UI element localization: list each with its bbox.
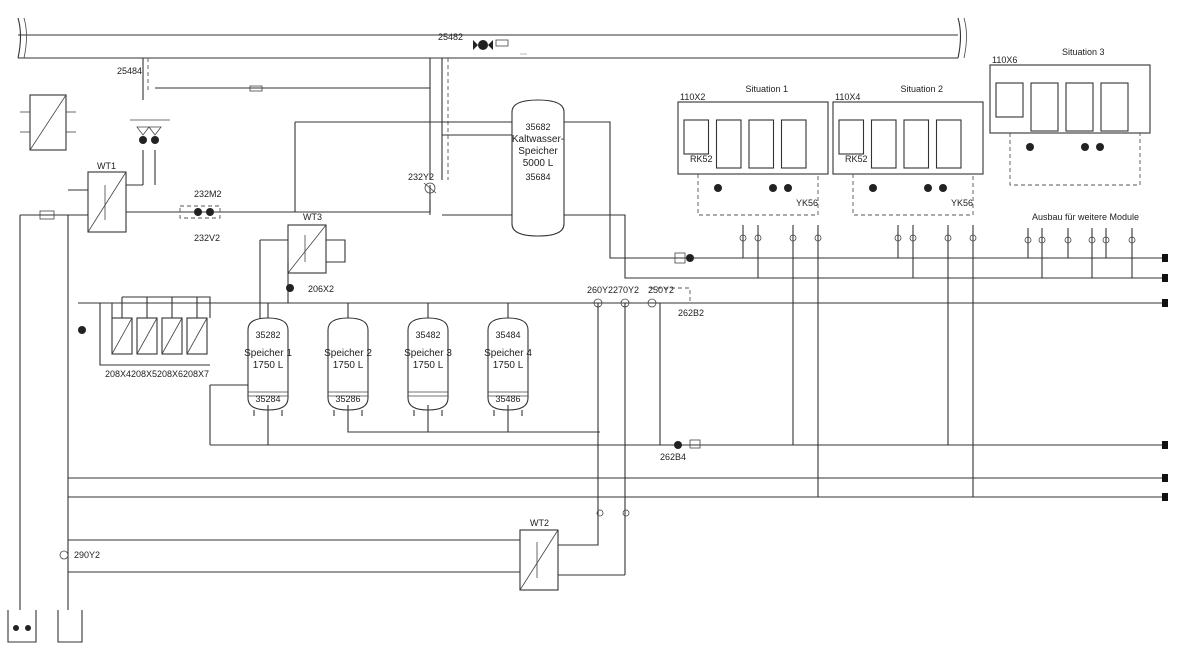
heat-exchanger-wt2: WT2: [519, 518, 559, 591]
tank-2-name: Speicher 2: [324, 348, 372, 359]
label-232y2: 232Y2: [408, 172, 434, 182]
pump-label-3: 208X6: [157, 369, 183, 379]
station-1-id: 110X2: [680, 92, 705, 102]
tank-3-name: Speicher 3: [404, 348, 452, 359]
label-wt3: WT3: [303, 212, 322, 222]
svg-text:===: ===: [520, 51, 528, 56]
tank-3-top-id: 35482: [415, 330, 440, 340]
tank-4-name: Speicher 4: [484, 348, 532, 359]
station-3-id: 110X6: [992, 55, 1017, 65]
heat-exchanger-wt1: WT1: [87, 161, 127, 233]
cold-tank-name: Kaltwasser-: [512, 134, 564, 145]
pump-label-1: 208X4: [105, 369, 131, 379]
tank-2-volume: 1750 L: [333, 360, 364, 371]
label-206x2: 206X2: [308, 284, 334, 294]
station-1-valve: RK52: [690, 154, 713, 164]
cold-tank-top-id: 35682: [525, 122, 550, 132]
station-1-title: Situation 1: [746, 84, 789, 94]
tank-1-bottom-id: 35284: [255, 394, 280, 404]
heat-exchanger-wt3: WT3: [287, 212, 327, 274]
station-2-title: Situation 2: [901, 84, 944, 94]
tank-1-top-id: 35282: [255, 330, 280, 340]
label-262b4: 262B4: [660, 452, 686, 462]
tank-1-volume: 1750 L: [253, 360, 284, 371]
bottom-vessels: [7, 610, 83, 643]
label-270y2: 270Y2: [613, 285, 639, 295]
legend-hx-small: [20, 94, 76, 151]
station-2-v2: YK56: [951, 198, 973, 208]
tank-2-bottom-id: 35286: [335, 394, 360, 404]
cold-tank-volume: 5000 L: [523, 158, 554, 169]
cold-tank-bottom-id: 35684: [525, 172, 550, 182]
tank-3-volume: 1750 L: [413, 360, 444, 371]
label-232v2: 232V2: [194, 233, 220, 243]
label-wt2: WT2: [530, 518, 549, 528]
line-terminals: [1162, 254, 1168, 501]
tank-1-name: Speicher 1: [244, 348, 292, 359]
tank-4-top-id: 35484: [495, 330, 520, 340]
header-pipe: ===: [17, 17, 967, 59]
station-3: Situation 3 110X6: [989, 47, 1151, 186]
station-3-title: Situation 3: [1062, 47, 1105, 57]
label-wt1: WT1: [97, 161, 116, 171]
pump-pair-top-left: [130, 119, 170, 144]
station-2-id: 110X4: [835, 92, 860, 102]
cold-tank-name2: Speicher: [518, 146, 558, 157]
label-290y2: 290Y2: [74, 550, 100, 560]
tank-4-bottom-id: 35486: [495, 394, 520, 404]
pump-battery: [78, 296, 211, 366]
expansion-label: Ausbau für weitere Module: [1032, 212, 1139, 222]
label-232m2: 232M2: [194, 189, 222, 199]
tank-4-volume: 1750 L: [493, 360, 524, 371]
expansion-ports: [1024, 228, 1136, 278]
label-262b2: 262B2: [678, 308, 704, 318]
valve-cluster-upper: [593, 287, 691, 575]
pump-pair-232m2: [179, 205, 221, 219]
label-260y2: 260Y2: [587, 285, 613, 295]
station-2-valve: RK52: [845, 154, 868, 164]
label-250y2: 250Y2: [648, 285, 674, 295]
cold-water-tank: 35682 Kaltwasser- Speicher 5000 L 35684: [511, 99, 565, 237]
valve-232y2: [423, 182, 437, 194]
pump-610: [674, 252, 694, 264]
label-25484: 25484: [117, 66, 142, 76]
station-1-v2: YK56: [796, 198, 818, 208]
label-25482: 25482: [438, 32, 463, 42]
pump-label-4: 208X7: [183, 369, 209, 379]
pump-label-2: 208X5: [131, 369, 157, 379]
header-pump: [473, 39, 509, 50]
